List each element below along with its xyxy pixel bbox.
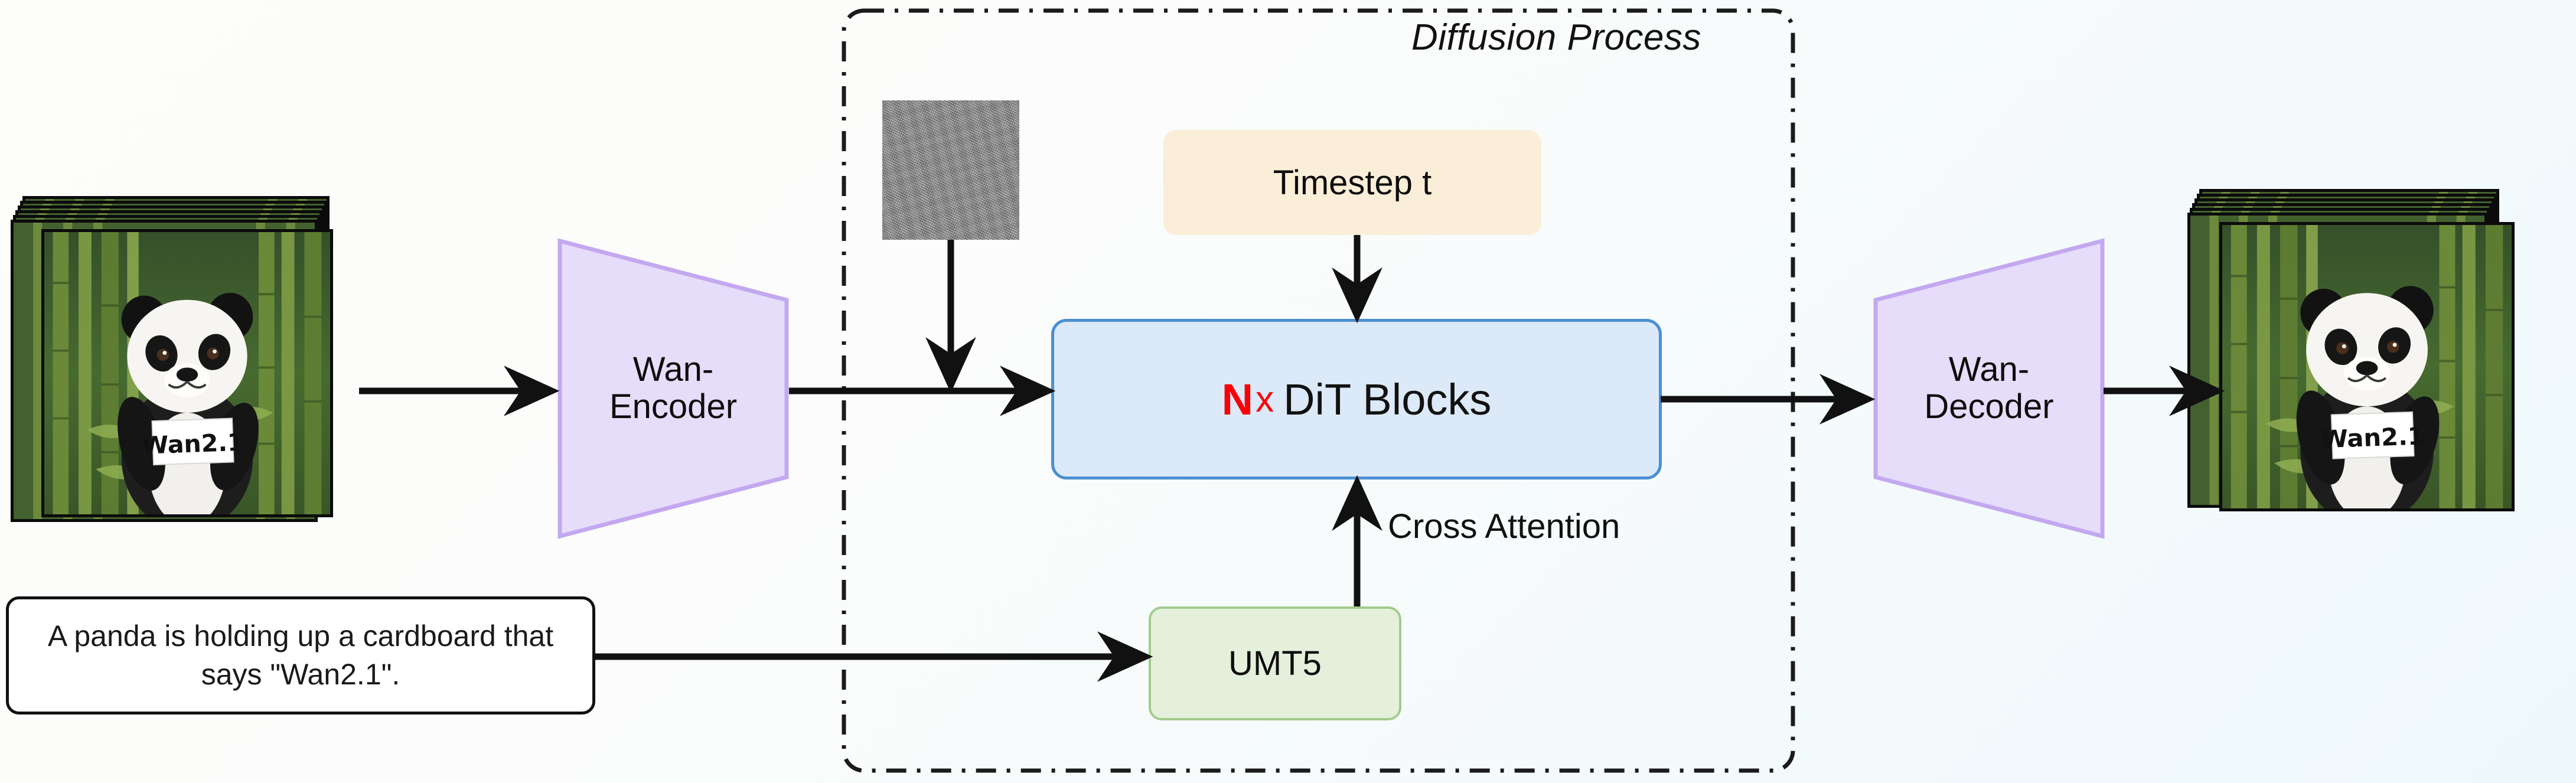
umt5-label: UMT5: [1228, 644, 1322, 683]
svg-text:Wan2.1: Wan2.1: [141, 428, 244, 460]
text-prompt-box[interactable]: A panda is holding up a cardboard that s…: [6, 596, 595, 715]
output-video-frame-stack: Wan2.1: [2185, 189, 2575, 511]
wan-encoder-block[interactable]: Wan- Encoder: [555, 236, 791, 541]
diffusion-process-boundary: [842, 8, 1795, 773]
svg-text:Wan2.1: Wan2.1: [2320, 422, 2425, 454]
dit-multiplier: N: [1221, 374, 1254, 424]
input-video-front-frame: Wan2.1: [41, 229, 333, 517]
wan-decoder-block[interactable]: Wan- Decoder: [1871, 236, 2107, 541]
input-video-frame-stack: Wan2.1: [11, 196, 436, 522]
cross-attention-edge-label: Cross Attention: [1388, 507, 1620, 546]
timestep-label: Timestep t: [1273, 163, 1432, 202]
umt5-text-encoder-block[interactable]: UMT5: [1149, 606, 1401, 720]
dit-times-symbol: x: [1256, 379, 1274, 420]
timestep-block[interactable]: Timestep t: [1163, 130, 1541, 235]
text-prompt-value: A panda is holding up a cardboard that s…: [47, 619, 554, 691]
diffusion-process-label: Diffusion Process: [1411, 17, 1701, 58]
dit-blocks-label: DiT Blocks: [1283, 374, 1492, 424]
output-video-front-frame: Wan2.1: [2219, 222, 2515, 511]
gaussian-noise-latent-icon: [882, 100, 1019, 240]
